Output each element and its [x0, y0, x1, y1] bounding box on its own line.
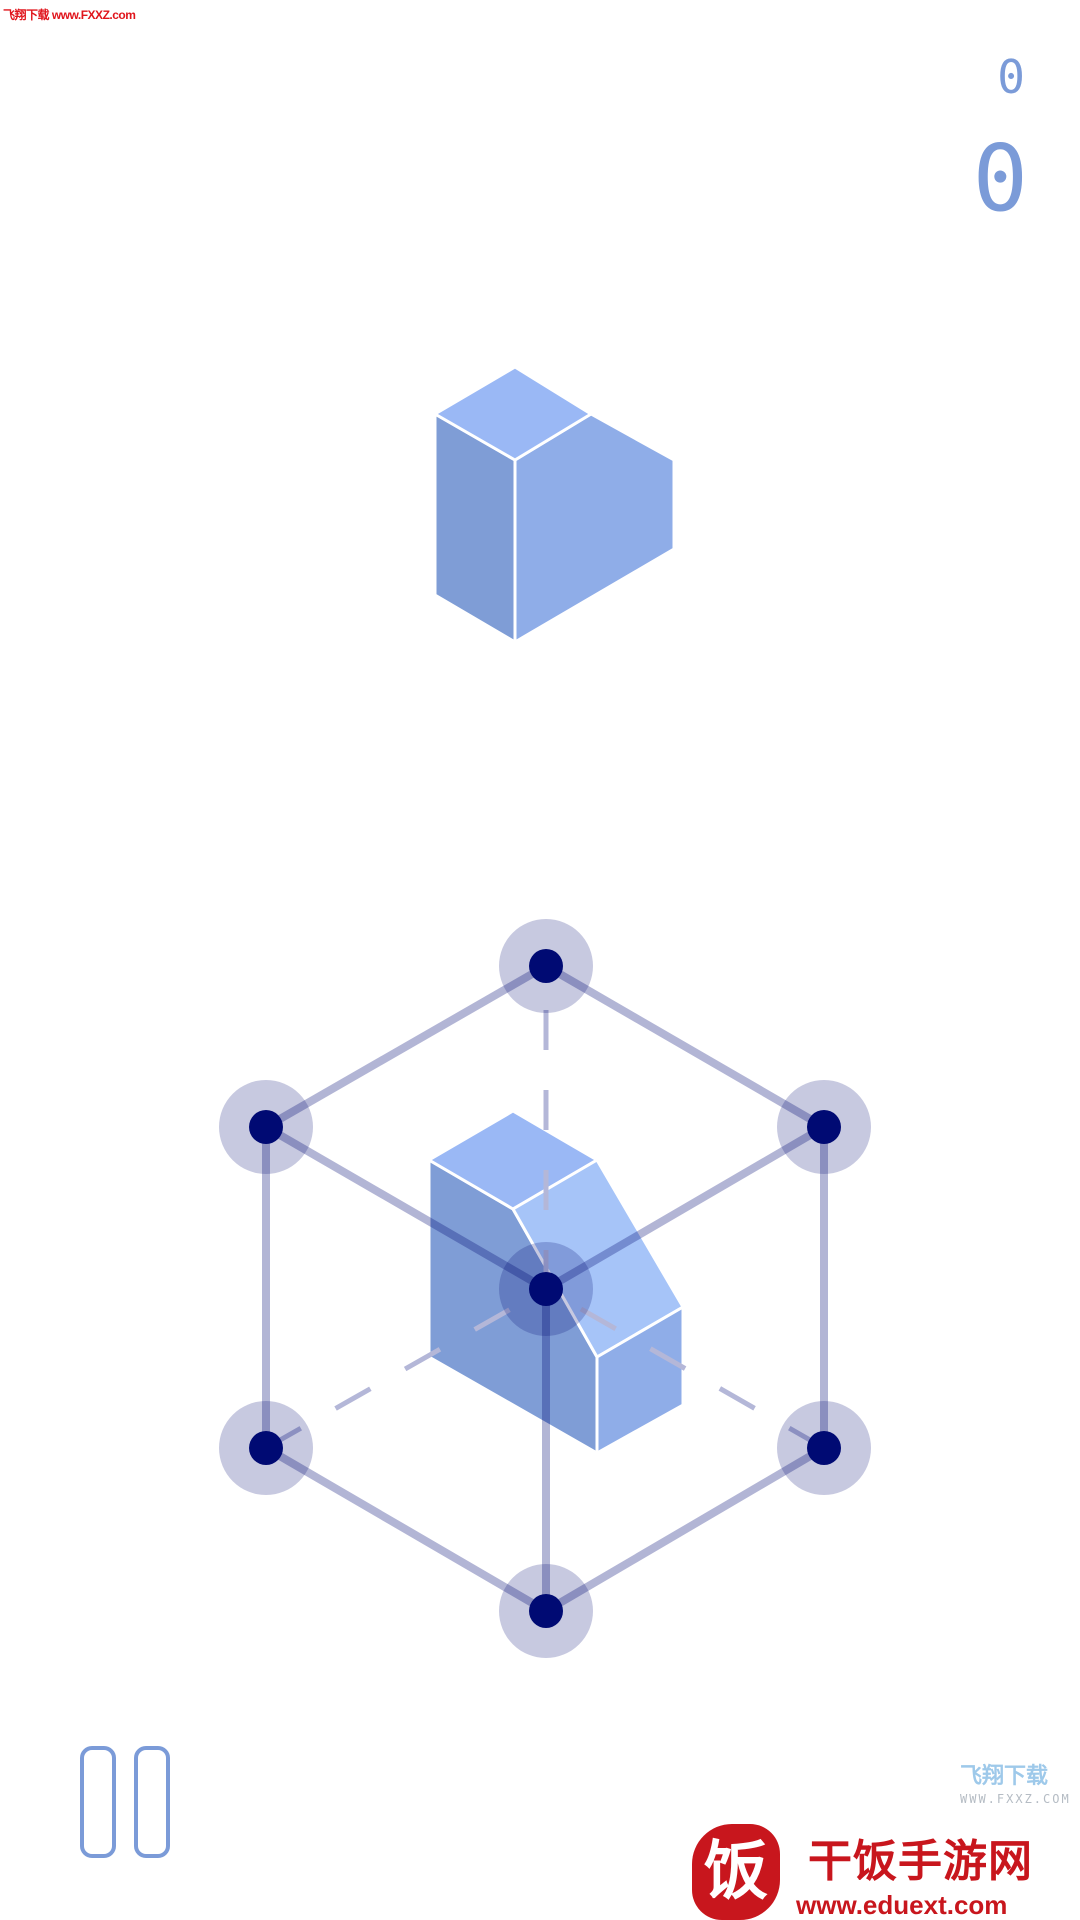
cube-edge [543, 962, 827, 1131]
logo-mark: 饭 [692, 1824, 780, 1920]
cube-nodes [219, 919, 871, 1658]
target-face-right [513, 412, 676, 644]
watermark-logo: 饭 干饭手游网 www.eduext.com 飞翔下载 WWW.FXXZ.COM [690, 1764, 1080, 1920]
target-shape [433, 365, 676, 644]
cube-edges [262, 962, 828, 1615]
cube-edge [543, 1123, 827, 1293]
cube-edge [264, 962, 548, 1131]
node-bottom[interactable] [499, 1564, 593, 1658]
logo-overlay-title: 飞翔下载 [960, 1764, 1049, 1789]
player-shape[interactable] [427, 1109, 685, 1455]
node-lower-right[interactable] [777, 1401, 871, 1495]
node-lower-left[interactable] [219, 1401, 313, 1495]
node-upper-left[interactable] [219, 1080, 313, 1174]
target-face-top [433, 365, 593, 462]
watermark-top: 飞翔下载 www.FXXZ.com [3, 8, 136, 22]
cube-edge [543, 1444, 827, 1615]
node-center[interactable] [499, 1242, 593, 1336]
node-top[interactable] [499, 919, 593, 1013]
logo-overlay-url: WWW.FXXZ.COM [960, 1792, 1071, 1806]
cube-edge [263, 1444, 549, 1615]
hidden-edge [544, 1286, 826, 1451]
pause-button[interactable] [80, 1746, 176, 1858]
cube-edge [263, 1123, 549, 1293]
current-score: 0 [972, 125, 1028, 232]
pause-icon [134, 1746, 170, 1858]
pause-icon [80, 1746, 116, 1858]
logo-title: 干饭手游网 [808, 1836, 1033, 1887]
hidden-edge [264, 1286, 548, 1451]
best-score: 0 [997, 50, 1025, 104]
logo-url: www.eduext.com [796, 1890, 1008, 1920]
node-upper-right[interactable] [777, 1080, 871, 1174]
shape-face-right [595, 1305, 685, 1455]
hidden-edges [264, 1010, 826, 1451]
